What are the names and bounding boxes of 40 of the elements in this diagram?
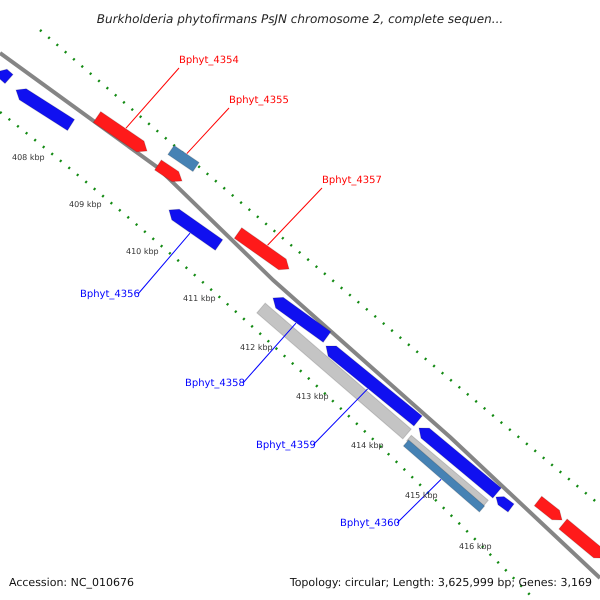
gene-feature (558, 518, 600, 558)
leader-line (396, 478, 442, 524)
gene-label: Bphyt_4356 (80, 289, 140, 301)
gene-label: Bphyt_4360 (340, 518, 400, 530)
accession-text: Accession: NC_010676 (9, 575, 134, 591)
gene-feature (92, 110, 148, 152)
gene-label: Bphyt_4359 (256, 440, 316, 452)
gene-feature (168, 208, 224, 251)
gene-feature (272, 296, 332, 343)
gene-feature (534, 496, 563, 521)
tick-label: 416 kbp (459, 542, 492, 552)
gene-feature (234, 227, 290, 270)
topology-text: Topology: circular; Length: 3,625,999 bp; Genes: 3,169 (290, 575, 592, 591)
leader-line (186, 108, 230, 154)
feature-bar (402, 439, 486, 513)
leader-line (138, 232, 190, 294)
leader-line (312, 388, 368, 446)
gene-label: Bphyt_4354 (179, 55, 239, 67)
gene-feature (495, 496, 515, 513)
gene-feature (0, 68, 14, 84)
tick-label: 412 kbp (240, 343, 273, 353)
gene-feature (154, 159, 183, 182)
feature-bar (167, 144, 200, 172)
tick-label: 410 kbp (126, 247, 159, 257)
tick-label: 415 kbp (405, 491, 438, 501)
feature-bar (256, 302, 412, 440)
gene-feature (418, 428, 502, 499)
tick-label: 414 kbp (351, 441, 384, 451)
leader-line (267, 188, 322, 246)
gene-label: Bphyt_4355 (229, 95, 289, 107)
gene-feature (15, 88, 76, 132)
gene-label: Bphyt_4357 (322, 175, 382, 187)
leader-line (242, 322, 296, 384)
tick-label: 408 kbp (12, 153, 45, 163)
tick-label: 409 kbp (69, 200, 102, 210)
map-title: Burkholderia phytofirmans PsJN chromosome 2, complete sequen... (96, 11, 504, 28)
gene-label: Bphyt_4358 (185, 378, 245, 390)
leader-line (125, 68, 180, 129)
tick-label: 411 kbp (183, 294, 216, 304)
tick-label: 413 kbp (296, 392, 329, 402)
